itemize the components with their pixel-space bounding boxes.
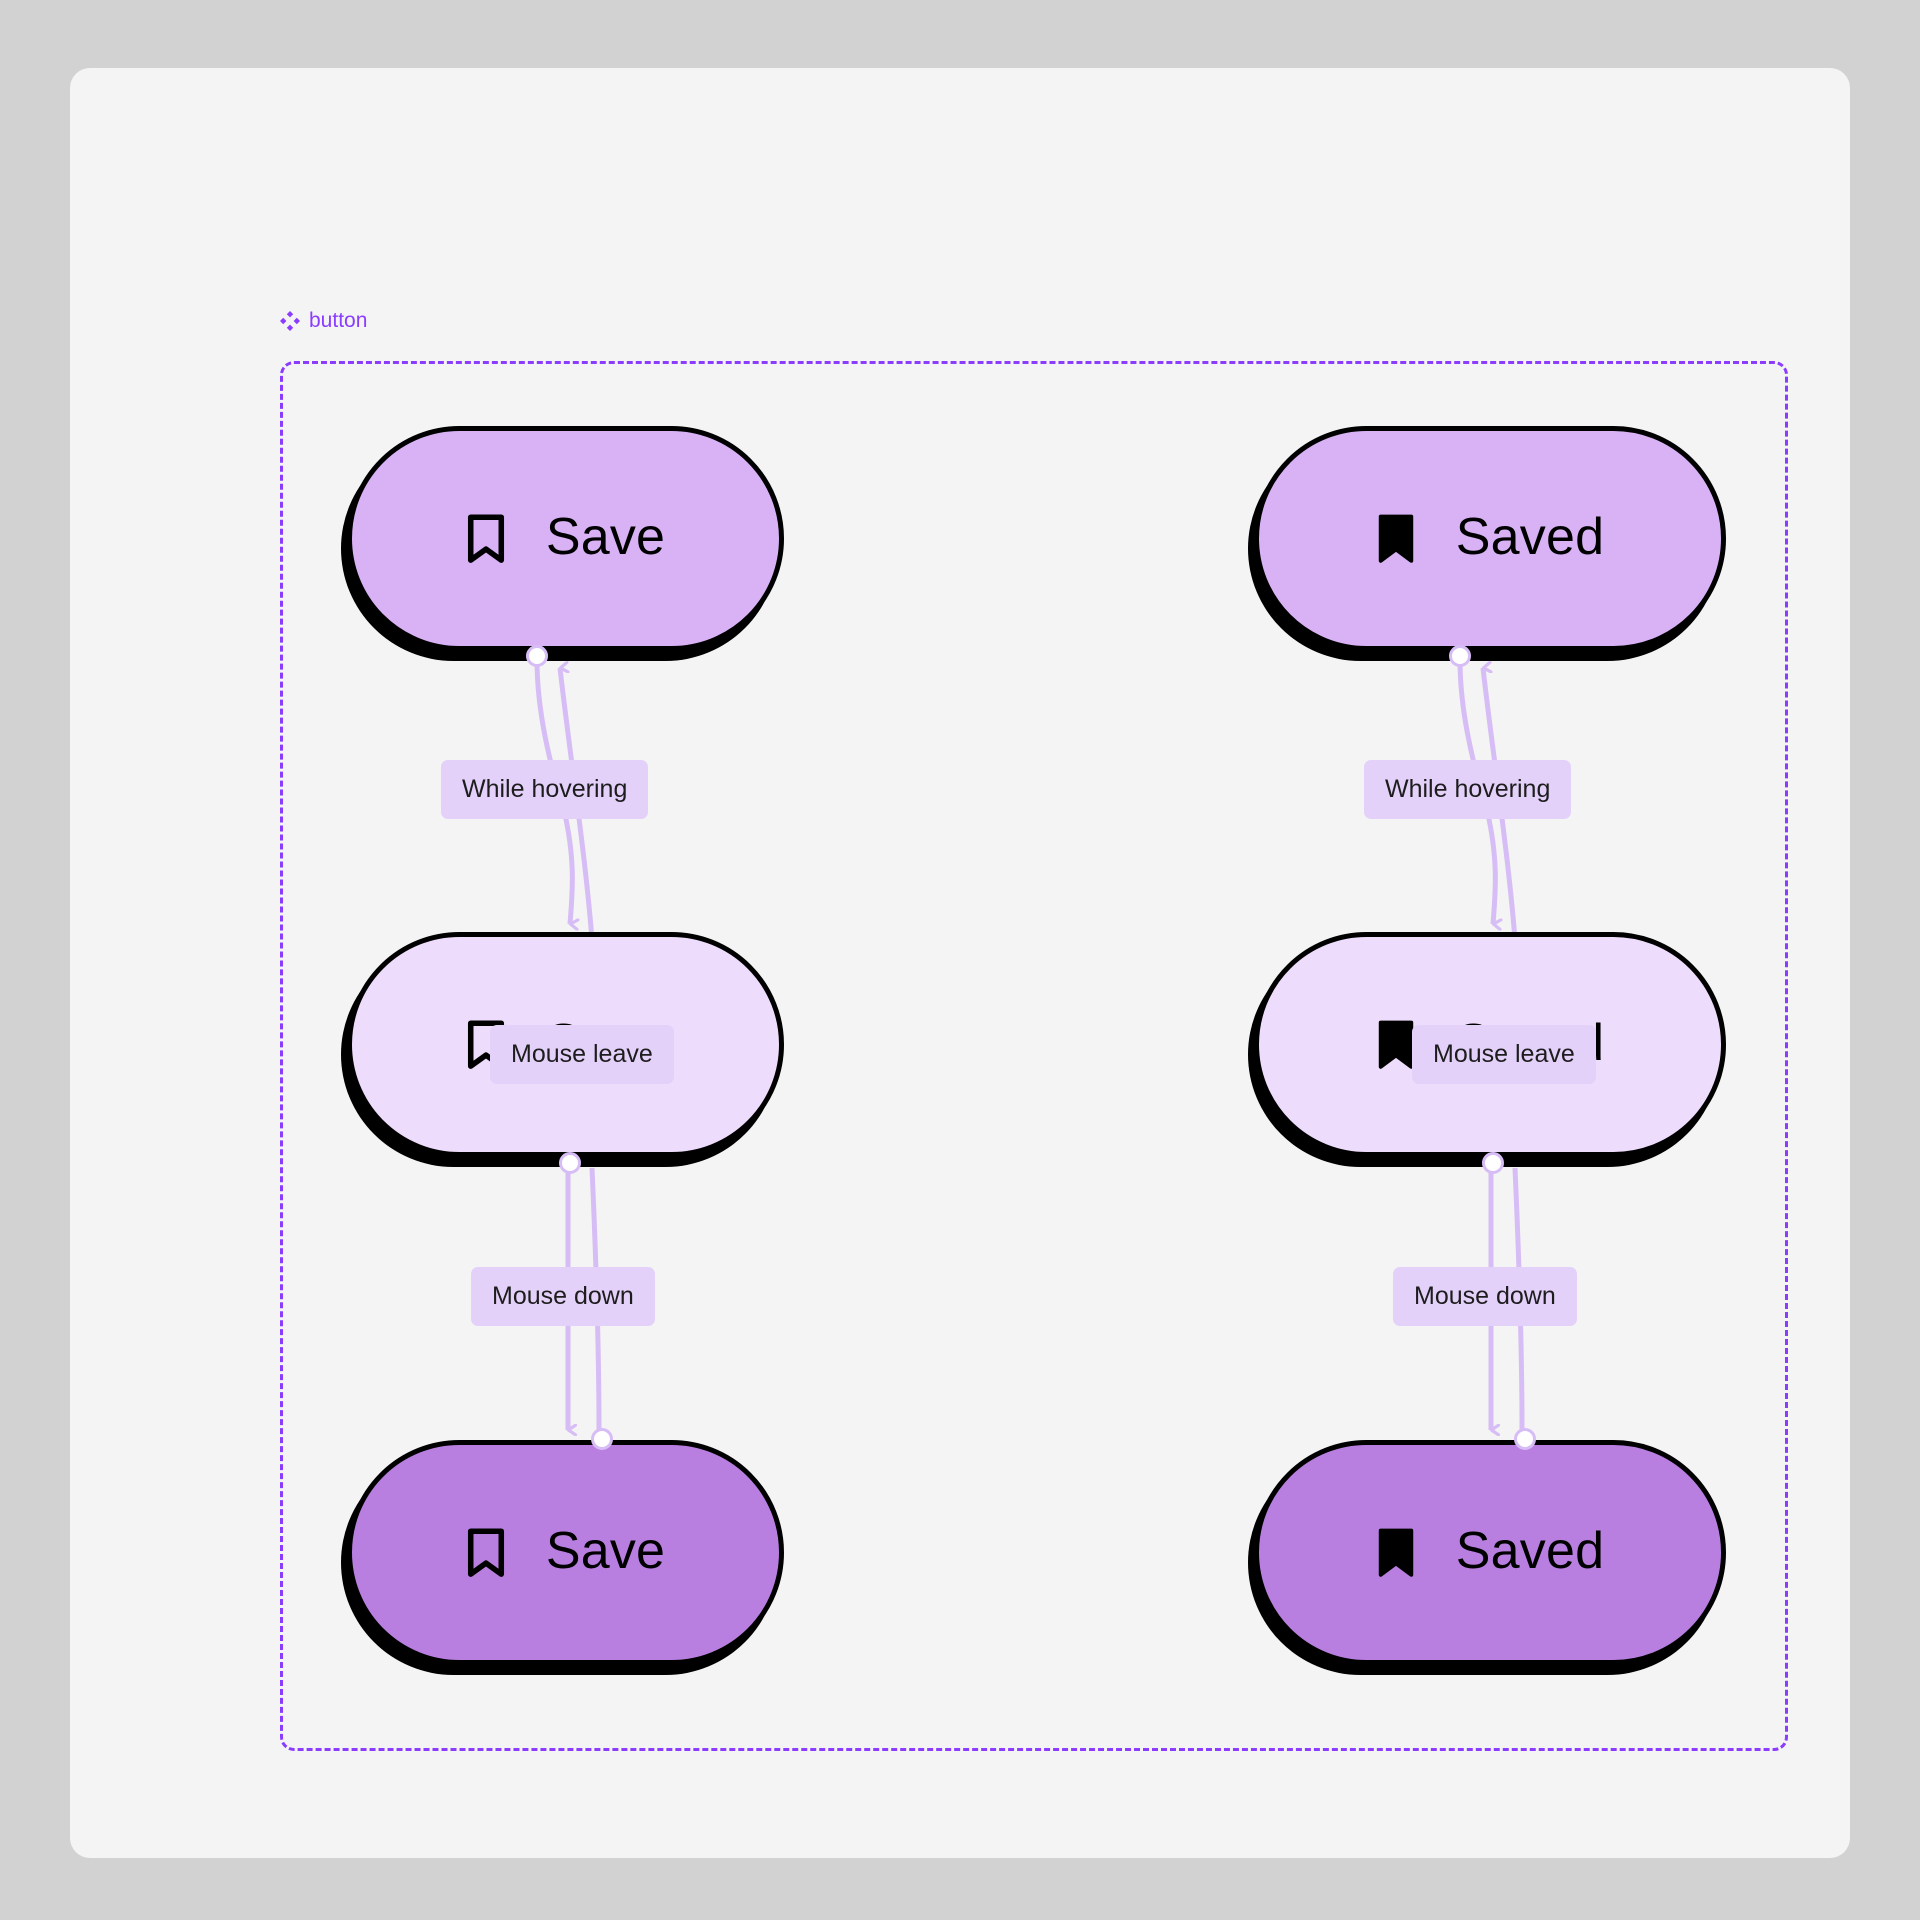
component-set-label[interactable]: button [280,310,367,331]
button-save-default[interactable]: Save [347,426,784,651]
interaction-label-right-mouse-leave[interactable]: Mouse leave [1412,1025,1596,1084]
connector-dot-right-default-bottom[interactable] [1449,645,1471,667]
bookmark-filled-icon [1378,1528,1413,1577]
connector-dot-left-hover-bottom[interactable] [559,1152,581,1174]
component-set-frame [280,361,1788,1751]
bookmark-outline-icon [467,1527,504,1577]
button-label: Saved [1455,1521,1605,1580]
interaction-label-right-while-hovering[interactable]: While hovering [1364,760,1572,819]
button-label: Save [545,1521,666,1580]
button-saved-default[interactable]: Saved [1254,426,1726,651]
interaction-label-left-mouse-down[interactable]: Mouse down [471,1267,655,1326]
design-canvas: button [70,68,1850,1858]
connector-dot-right-hover-bottom[interactable] [1482,1152,1504,1174]
interaction-trigger-text: While hovering [462,775,628,803]
component-set-diamond-icon [280,310,300,331]
connector-dot-right-pressed-top[interactable] [1514,1428,1536,1450]
interaction-trigger-text: While hovering [1385,775,1551,803]
interaction-trigger-text: Mouse leave [511,1040,653,1068]
interaction-label-right-mouse-down[interactable]: Mouse down [1393,1267,1577,1326]
interaction-trigger-text: Mouse down [1414,1282,1556,1310]
button-saved-pressed[interactable]: Saved [1254,1440,1726,1665]
button-label: Save [545,507,666,566]
interaction-label-left-mouse-leave[interactable]: Mouse leave [490,1025,674,1084]
interaction-trigger-text: Mouse down [492,1282,634,1310]
bookmark-filled-icon [1378,1020,1413,1069]
interaction-label-left-while-hovering[interactable]: While hovering [441,760,649,819]
bookmark-outline-icon [467,513,504,563]
button-save-pressed[interactable]: Save [347,1440,784,1665]
button-label: Saved [1455,507,1605,566]
component-set-name: button [309,309,368,332]
connector-dot-left-pressed-top[interactable] [591,1428,613,1450]
connector-dot-left-default-bottom[interactable] [526,645,548,667]
interaction-trigger-text: Mouse leave [1433,1040,1575,1068]
bookmark-filled-icon [1378,514,1413,563]
